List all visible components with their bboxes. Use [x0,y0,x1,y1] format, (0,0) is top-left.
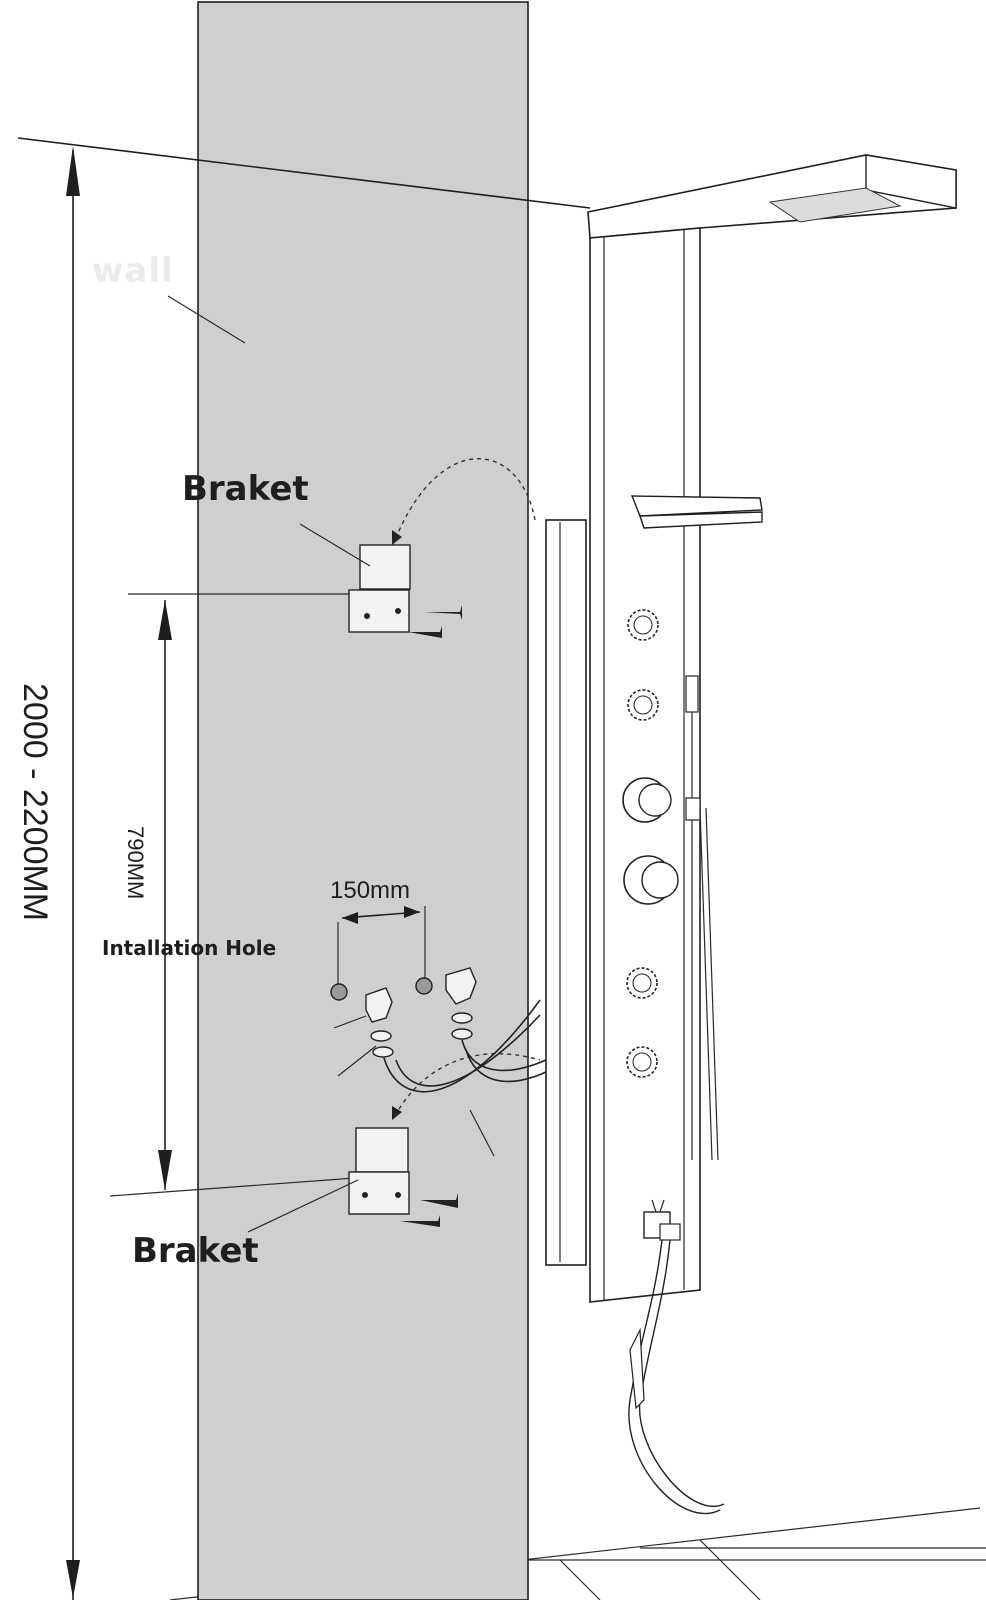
installation-holes: 150mm Intallation Hole [102,877,433,1001]
wall-leader [167,295,246,344]
total-height-label: 2000 - 2200MM [16,683,54,921]
body-jet-icon [627,609,659,641]
bracket-top-label: Braket [182,469,309,509]
hole-spacing-label: 150mm [330,877,410,904]
body-jet-icon [626,1046,658,1078]
hose-connectors [333,967,547,1157]
bracket-bottom-label: Braket [132,1231,259,1271]
diverter-valve [643,1199,681,1241]
screw-icon [400,1193,458,1227]
hole-right [415,977,433,995]
total-height-dimension: 2000 - 2200MM [16,146,80,1600]
hole-left [330,983,348,1001]
ceiling-line [17,137,591,209]
control-knob-icon [623,855,679,905]
bracket-bottom: Braket [132,1052,541,1271]
control-knob-icon [622,777,672,823]
bracket-top: Braket [182,469,462,638]
shower-panel [587,154,957,1515]
screw-icon [408,605,462,638]
wall: wall [92,1,529,1600]
hand-shower [685,675,719,1161]
shelf [630,495,763,517]
wall-label: wall [92,251,174,291]
bracket-spacing-dimension: 790MM [109,593,370,1197]
shower-hose [628,1239,721,1515]
body-jet-icon [627,689,659,721]
installation-hole-label: Intallation Hole [102,936,276,960]
body-jet-icon [626,967,658,999]
panel-back-plate [545,519,587,1266]
bracket-spacing-label: 790MM [123,826,148,899]
